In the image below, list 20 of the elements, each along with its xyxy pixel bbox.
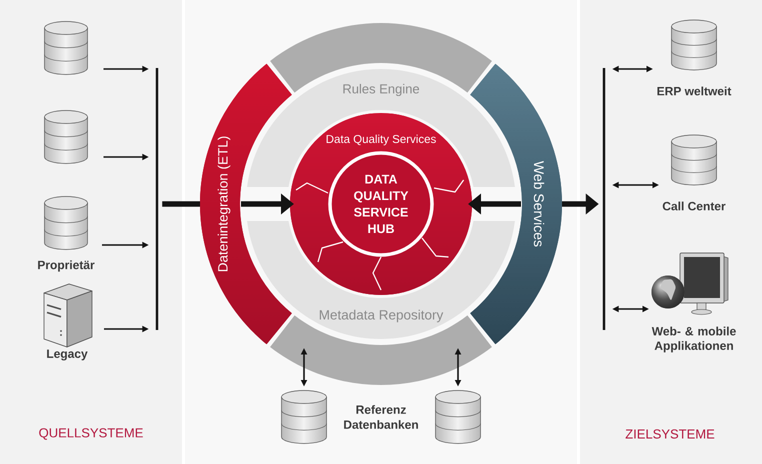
- database-icon: [281, 390, 327, 444]
- vertical-bar: [602, 68, 606, 330]
- section-title: QUELLSYSTEME: [39, 428, 143, 440]
- text-label: Referenz Datenbanken: [344, 405, 418, 429]
- database-icon: [44, 110, 88, 164]
- connector-line: [162, 201, 200, 207]
- ring-label: Rules Engine: [343, 84, 420, 96]
- ring-label: Metadata Repository: [320, 310, 444, 322]
- database-icon: [435, 390, 481, 444]
- ring-label: Web Services: [534, 161, 544, 247]
- ring-label: Data Quality Services: [326, 134, 436, 146]
- ring-label: Datenintegration (ETL): [218, 136, 230, 272]
- system-label: Proprietär: [38, 260, 94, 272]
- system-label: Call Center: [662, 202, 726, 210]
- system-label: ERP weltweit: [657, 86, 732, 96]
- system-label: Web- & mobile Applikationen: [652, 326, 736, 352]
- vertical-bar: [156, 68, 158, 330]
- section-title: ZIELSYSTEME: [626, 429, 714, 439]
- system-label: Legacy: [47, 350, 88, 360]
- database-icon: [44, 21, 88, 75]
